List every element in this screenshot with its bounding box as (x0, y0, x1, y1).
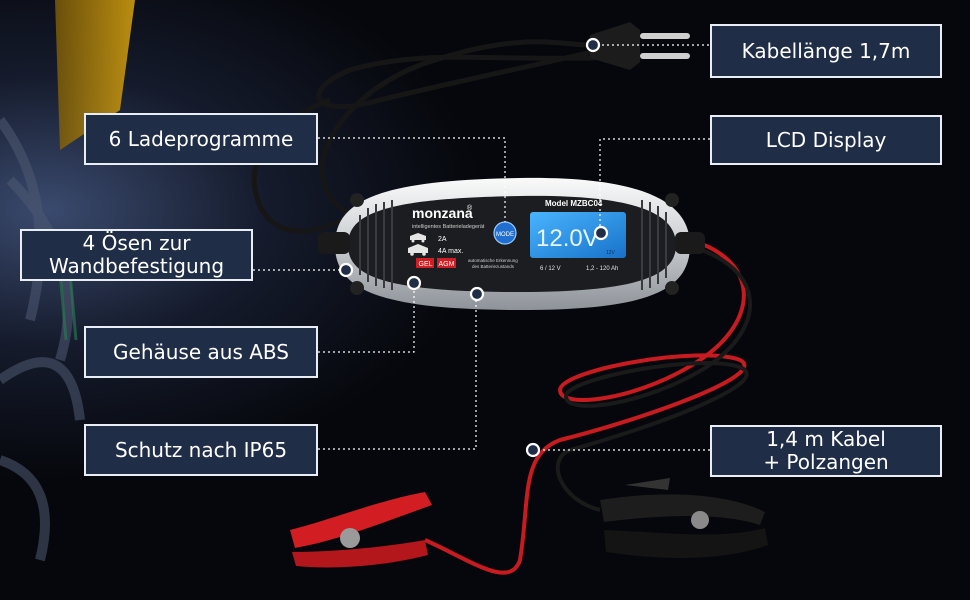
charger-ribs-left (359, 200, 393, 290)
callout-lcd-display-text: LCD Display (765, 127, 887, 152)
mains-cable (316, 39, 611, 218)
callout-ladeprogramme: 6 Ladeprogramme (84, 113, 318, 165)
charger-ribs-right (641, 200, 667, 290)
leader-lines (253, 44, 710, 451)
brand-mark: ® (467, 204, 473, 212)
mode-button-label: MODE (496, 232, 514, 238)
callout-ladeprogramme-text: 6 Ladeprogramme (108, 126, 294, 151)
current-low: 2A (438, 236, 447, 243)
callout-kabellaenge: Kabellänge 1,7m (710, 24, 942, 78)
callout-schutz: Schutz nach IP65 (84, 424, 318, 476)
callout-gehaeuse-text: Gehäuse aus ABS (113, 339, 289, 364)
badge-gel-bg (416, 258, 434, 268)
black-clamp (600, 478, 768, 558)
brand-tagline: intelligentes Batterieladegerät (412, 224, 485, 230)
badge-agm: AGM (439, 261, 455, 268)
marker-dot (525, 442, 541, 458)
red-clamp (290, 492, 432, 568)
model-label: Model MZBC04 (545, 199, 603, 208)
black-cable (555, 244, 753, 512)
mount-eye (350, 281, 364, 295)
charger-device: monzana ® intelligentes Batterieladegerä… (318, 177, 705, 310)
marker-dot (406, 275, 422, 291)
mount-eye (350, 193, 364, 207)
callout-gehaeuse: Gehäuse aus ABS (84, 326, 318, 378)
car-panel (55, 0, 135, 150)
marker-dot (593, 225, 609, 241)
badge-agm-bg (437, 258, 456, 268)
marker-dot (585, 37, 601, 53)
vehicle-icons (408, 233, 428, 256)
lcd-sub: 12V (606, 250, 616, 256)
auto-text-2: des Batteriezustands (472, 264, 515, 269)
callout-kabellaenge-text: Kabellänge 1,7m (741, 38, 911, 63)
mount-eye (665, 193, 679, 207)
callout-kabel-line1: 1,4 m Kabel (766, 427, 886, 451)
capacity-range: 1,2 - 120 Ah (586, 266, 618, 272)
callout-oesen: 4 Ösen zur Wandbefestigung (20, 229, 253, 281)
lcd-value: 12.0V (536, 225, 599, 252)
callout-kabel-polzangen: 1,4 m Kabel + Polzangen (710, 425, 942, 477)
badge-gel: GEL (419, 261, 433, 268)
voltage-range: 6 / 12 V (540, 266, 561, 272)
callout-oesen-line2: Wandbefestigung (48, 254, 225, 278)
strain-relief-right (675, 232, 705, 254)
lcd-screen (530, 212, 626, 258)
callout-kabel-line2: + Polzangen (763, 450, 889, 474)
wheel-rim (0, 117, 85, 562)
auto-text-1: automatische Erkennung (468, 258, 518, 263)
marker-dot (338, 262, 354, 278)
mount-eye (665, 281, 679, 295)
callout-lcd-display: LCD Display (710, 115, 942, 165)
red-cable (424, 238, 747, 575)
marker-dots (338, 37, 609, 458)
callout-schutz-text: Schutz nach IP65 (114, 437, 288, 462)
current-high: 4A max. (438, 248, 463, 255)
marker-dot (469, 286, 485, 302)
callout-oesen-line1: 4 Ösen zur (82, 231, 191, 255)
strain-relief-left (318, 232, 350, 254)
brand-logo: monzana (412, 205, 473, 221)
mains-plug (590, 22, 690, 70)
charger-face (348, 195, 676, 292)
